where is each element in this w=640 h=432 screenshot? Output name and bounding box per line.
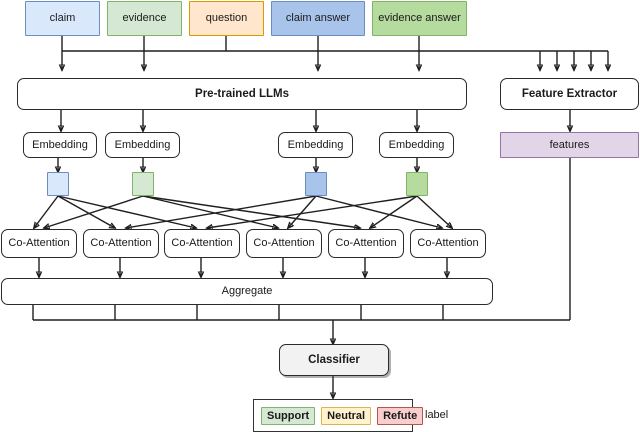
input-box-question[interactable]: question: [189, 1, 264, 36]
label-caption: label: [425, 409, 449, 421]
embedding-label-claim: Embedding: [32, 138, 88, 151]
co-attention-box-5[interactable]: Co-Attention: [328, 229, 404, 258]
label-frame: Support Neutral Refute: [253, 399, 424, 432]
feature-extractor-box[interactable]: Feature Extractor: [500, 78, 639, 110]
co-attention-box-3[interactable]: Co-Attention: [164, 229, 240, 258]
embedding-swatch-claim: [47, 172, 69, 196]
co-attention-label-1: Co-Attention: [8, 237, 70, 250]
input-box-claim-answer[interactable]: claim answer: [271, 1, 365, 36]
input-label-evidence-answer: evidence answer: [378, 12, 461, 25]
embedding-swatch-evidence: [132, 172, 154, 196]
pretrained-llms-label: Pre-trained LLMs: [195, 87, 289, 100]
co-attention-box-1[interactable]: Co-Attention: [1, 229, 77, 258]
input-box-evidence[interactable]: evidence: [107, 1, 182, 36]
co-attention-label-2: Co-Attention: [90, 237, 152, 250]
embedding-box-evidence-answer[interactable]: Embedding: [379, 132, 454, 158]
embedding-box-evidence[interactable]: Embedding: [105, 132, 180, 158]
embedding-label-evidence-answer: Embedding: [388, 138, 445, 151]
label-chip-refute[interactable]: Refute: [377, 406, 424, 425]
co-attention-box-2[interactable]: Co-Attention: [83, 229, 159, 258]
classifier-box[interactable]: Classifier: [279, 344, 389, 376]
aggregate-label: Aggregate: [221, 285, 273, 298]
input-label-question: question: [205, 12, 248, 25]
embedding-swatch-evidence-answer: [406, 172, 428, 196]
label-chip-support[interactable]: Support: [261, 406, 316, 425]
input-label-claim-answer: claim answer: [285, 12, 351, 25]
input-box-evidence-answer[interactable]: evidence answer: [372, 1, 467, 36]
co-attention-label-3: Co-Attention: [171, 237, 233, 250]
features-box[interactable]: features: [500, 132, 639, 158]
co-attention-box-4[interactable]: Co-Attention: [246, 229, 322, 258]
embedding-box-claim[interactable]: Embedding: [23, 132, 97, 158]
embedding-label-evidence: Embedding: [114, 138, 171, 151]
co-attention-label-6: Co-Attention: [417, 237, 479, 250]
co-attention-label-5: Co-Attention: [335, 237, 397, 250]
classifier-label: Classifier: [308, 353, 360, 366]
co-attention-box-6[interactable]: Co-Attention: [410, 229, 486, 258]
input-label-claim: claim: [49, 12, 76, 25]
embedding-box-claim-answer[interactable]: Embedding: [278, 132, 353, 158]
label-chip-neutral[interactable]: Neutral: [321, 406, 372, 425]
co-attention-label-4: Co-Attention: [253, 237, 315, 250]
input-box-claim[interactable]: claim: [25, 1, 100, 36]
aggregate-box[interactable]: Aggregate: [1, 278, 493, 305]
features-label: features: [549, 138, 590, 151]
feature-extractor-label: Feature Extractor: [521, 87, 618, 100]
input-label-evidence: evidence: [122, 12, 167, 25]
pretrained-llms-box[interactable]: Pre-trained LLMs: [17, 78, 467, 110]
embedding-swatch-claim-answer: [305, 172, 327, 196]
embedding-label-claim-answer: Embedding: [287, 138, 344, 151]
